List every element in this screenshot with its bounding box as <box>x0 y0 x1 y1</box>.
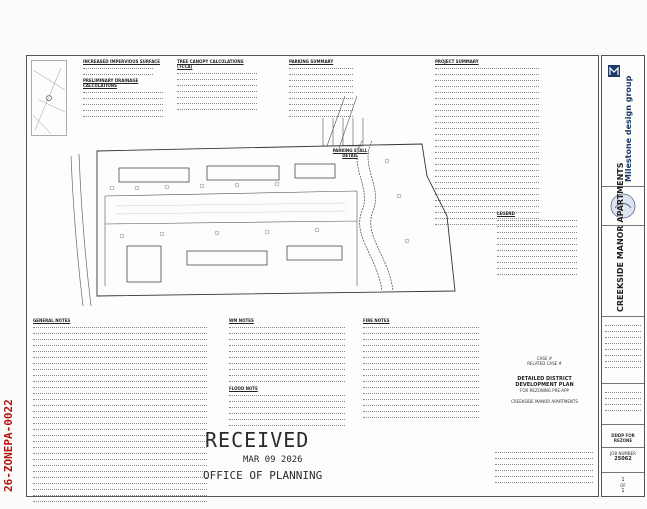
plan-title: DETAILED DISTRICT DEVELOPMENT PLAN <box>515 376 574 388</box>
parking-stall-drawing <box>322 118 364 147</box>
general-notes-title: GENERAL NOTES <box>33 318 71 323</box>
page-number: 1 <box>621 477 625 483</box>
impervious-title: INCREASED IMPERVIOUS SURFACE <box>83 59 160 64</box>
sheet-title-cell: DDDP FOR REZONE <box>602 425 644 448</box>
parking-summary: PARKING SUMMARY <box>289 59 359 118</box>
job-number-label: JOB NUMBER <box>610 451 636 456</box>
parking-stall-title: PARKING STALL DETAIL <box>332 148 368 158</box>
page-number-cell: 1 OF 1 <box>602 473 644 509</box>
wm-notes: WM NOTES FLOOD NOTE <box>229 318 349 427</box>
job-number-cell: JOB NUMBER 25062 <box>602 448 644 473</box>
legend-title: LEGEND <box>497 211 515 216</box>
site-plan-drawing <box>70 95 456 306</box>
flood-note-title: FLOOD NOTE <box>229 386 258 391</box>
firm-logo-cell: Milestone design group <box>602 56 644 187</box>
project-summary-title: PROJECT SUMMARY <box>435 59 479 64</box>
revisions-cell <box>602 321 644 384</box>
site-plan-sheet: INCREASED IMPERVIOUS SURFACE PRELIMINARY… <box>26 55 599 502</box>
impervious-drainage-calcs: INCREASED IMPERVIOUS SURFACE PRELIMINARY… <box>83 59 173 118</box>
tree-canopy-title: TREE CANOPY CALCULATIONS (TCCA) <box>177 59 244 69</box>
seal-cell <box>602 187 644 226</box>
page-total: 1 <box>621 488 625 494</box>
received-stamp-office: OFFICE OF PLANNING <box>203 469 323 482</box>
title-block: Milestone design group CREEKSIDE MANOR A… <box>601 55 645 497</box>
general-notes: GENERAL NOTES <box>33 318 211 503</box>
owner-developer-info <box>495 448 593 484</box>
firm-name: Milestone design group <box>624 75 633 182</box>
case-label: CASE # <box>536 356 553 361</box>
job-number: 25062 <box>614 456 632 462</box>
legend: LEGEND <box>497 211 587 276</box>
project-summary: PROJECT SUMMARY <box>435 59 545 226</box>
project-name-cell: CREEKSIDE MANOR APARTMENTS <box>602 163 644 317</box>
fire-notes-title: FIRE NOTES <box>363 318 390 323</box>
handwritten-case-number: 26-ZONEPA-0022 <box>2 399 15 492</box>
seal-icon <box>610 193 636 219</box>
received-stamp-word: RECEIVED <box>205 428 310 452</box>
plan-title-block: CASE # RELATED CASE # DETAILED DISTRICT … <box>497 356 592 404</box>
location-map <box>31 60 67 136</box>
page-of: OF <box>620 483 626 488</box>
fire-notes: FIRE NOTES <box>363 318 483 419</box>
plan-subtitle: FOR REZONING PRE-APP <box>520 388 569 393</box>
tree-canopy-calcs: TREE CANOPY CALCULATIONS (TCCA) <box>177 59 259 111</box>
plan-project: CREEKSIDE MANOR APARTMENTS <box>511 399 578 404</box>
firm-logo-icon <box>608 65 620 77</box>
sheet-title: DDDP FOR REZONE <box>611 433 635 443</box>
parking-summary-title: PARKING SUMMARY <box>289 59 334 64</box>
project-name: CREEKSIDE MANOR APARTMENTS <box>616 162 625 313</box>
wm-notes-title: WM NOTES <box>229 318 254 323</box>
dates-cell <box>602 388 644 425</box>
drainage-title: PRELIMINARY DRAINAGE CALCULATIONS <box>83 78 139 88</box>
received-stamp-date: MAR 09 2026 <box>243 455 303 465</box>
parking-stall-detail: PARKING STALL DETAIL <box>327 148 373 158</box>
related-cases: RELATED CASE # <box>527 361 562 366</box>
